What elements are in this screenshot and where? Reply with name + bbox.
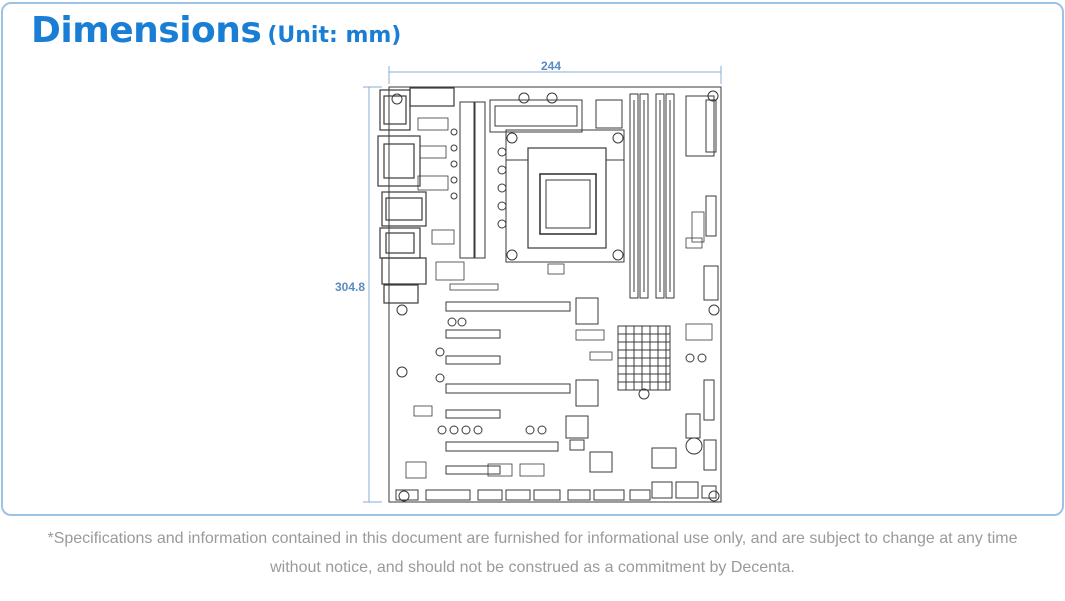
- title-unit: (Unit: mm): [267, 23, 402, 48]
- bottom-headers: [395, 481, 717, 501]
- page-title: Dimensions(Unit: mm): [31, 10, 401, 51]
- dimensions-panel: Dimensions(Unit: mm): [1, 2, 1064, 516]
- dimm-slots: [629, 93, 675, 299]
- disclaimer: *Specifications and information containe…: [0, 524, 1065, 582]
- vrm-heatsinks: [459, 99, 583, 259]
- misc-components: [405, 117, 713, 479]
- pcie-slots: [445, 297, 599, 475]
- title-main: Dimensions: [31, 10, 262, 51]
- rear-io-connectors: [377, 87, 455, 304]
- dimension-lines: [363, 66, 722, 503]
- chips: [565, 99, 701, 473]
- height-dimension-label: 304.8: [335, 280, 366, 294]
- width-dimension-label: 244: [541, 59, 562, 73]
- mounting-holes: [391, 90, 720, 502]
- disclaimer-line-2: without notice, and should not be constr…: [270, 559, 795, 576]
- right-edge-connectors: [685, 95, 719, 471]
- chipset-heatsink: [617, 325, 671, 391]
- cpu-socket: [505, 129, 625, 263]
- disclaimer-line-1: *Specifications and information containe…: [47, 530, 1018, 547]
- board-outline: [377, 86, 722, 503]
